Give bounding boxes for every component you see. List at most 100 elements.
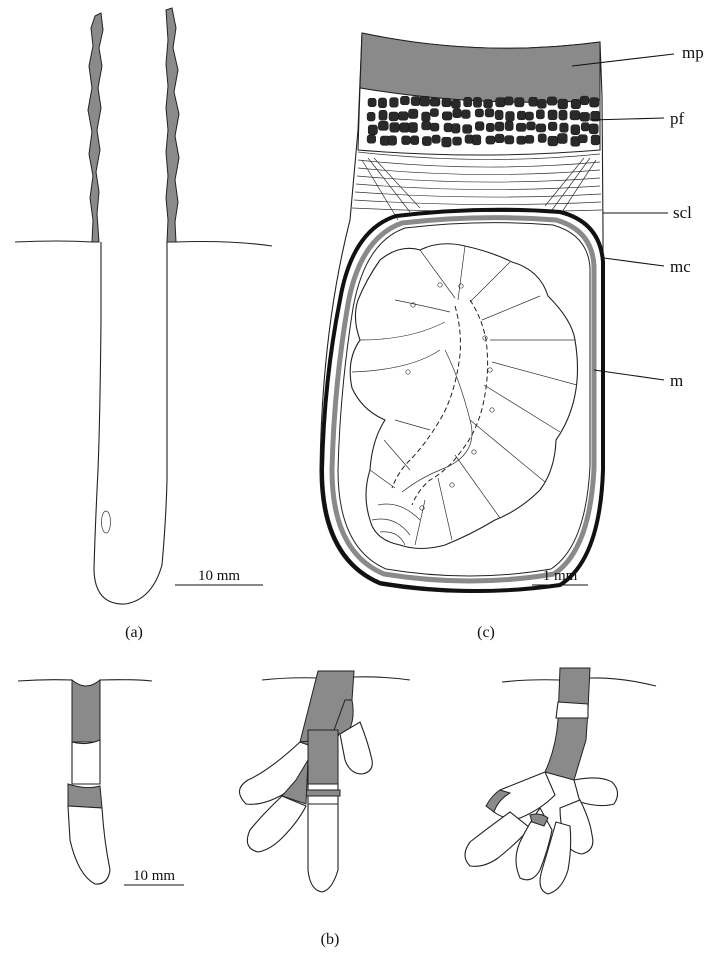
pellet — [547, 97, 557, 105]
pellet — [505, 121, 513, 131]
pellet — [472, 135, 481, 145]
pellet — [452, 100, 461, 109]
pellet — [378, 121, 388, 130]
pellet — [400, 96, 409, 105]
pellet — [525, 112, 533, 120]
pellet — [525, 135, 534, 143]
pellet — [422, 122, 431, 130]
panel-c-scale-label: 1 mm — [543, 568, 578, 584]
pellet — [430, 123, 439, 131]
pellet — [475, 122, 484, 131]
panel-c-mp-layer — [360, 33, 600, 102]
pellet — [452, 124, 461, 134]
panel-a-right-tube-wall — [166, 8, 179, 242]
pellet — [411, 97, 420, 106]
pellet — [558, 99, 568, 109]
pellet — [390, 98, 399, 108]
pellet — [517, 111, 526, 120]
pellet — [444, 123, 452, 132]
pellet — [495, 110, 503, 120]
pellet — [422, 137, 431, 146]
panel-c-annotation-mp: mp — [682, 43, 704, 62]
panel-a-left-tube-wall — [88, 13, 103, 242]
pellet — [570, 111, 580, 120]
pellet — [505, 136, 514, 144]
pellet — [559, 110, 567, 120]
pellet — [463, 125, 472, 134]
pellet — [589, 124, 598, 134]
pellet — [409, 109, 418, 118]
pellet — [402, 136, 411, 145]
pellet — [504, 97, 513, 105]
pellet — [411, 136, 419, 145]
pellet — [475, 109, 483, 117]
panel-b-specimen-1: 10 mm — [18, 680, 184, 885]
pellet — [581, 123, 589, 131]
pellet — [538, 134, 546, 143]
pellet — [484, 100, 493, 109]
pellet — [389, 112, 398, 121]
panel-a-label: (a) — [125, 624, 143, 641]
pellet — [548, 110, 557, 120]
pellet — [516, 123, 526, 131]
pellet — [368, 125, 377, 135]
panel-c-label: (c) — [477, 624, 495, 641]
pellet — [495, 122, 504, 131]
panel-b-specimen-2 — [239, 671, 410, 892]
pellet — [558, 134, 568, 144]
pellet — [462, 110, 471, 119]
pellet — [430, 98, 440, 106]
panel-a-scale-label: 10 mm — [198, 568, 240, 584]
pellet — [367, 135, 376, 143]
pellet — [367, 112, 375, 121]
pellet — [473, 97, 481, 107]
pellet — [529, 97, 538, 106]
pellet — [506, 112, 515, 122]
pellet — [560, 123, 569, 132]
pellet — [398, 112, 408, 121]
pellet — [517, 136, 526, 144]
pellet — [422, 112, 431, 122]
panel-c-mc-leader — [604, 258, 664, 266]
pellet — [536, 124, 546, 132]
pellet — [515, 98, 524, 107]
pellet — [453, 137, 462, 145]
pellet — [390, 123, 400, 133]
pellet — [571, 125, 580, 135]
pellet — [442, 98, 451, 107]
panel-b-specimens: 10 mm — [18, 668, 656, 948]
pellet — [379, 110, 387, 120]
pellet — [495, 134, 504, 143]
pellet — [432, 135, 440, 143]
pellet — [442, 137, 452, 147]
panel-c-annotation-pf: pf — [670, 109, 685, 128]
pellet — [527, 122, 536, 130]
pellet — [590, 98, 599, 108]
pellet — [571, 99, 581, 108]
pellet — [578, 135, 587, 143]
pellet — [536, 110, 544, 119]
pellet — [486, 123, 494, 131]
pellet — [548, 136, 558, 146]
pellet — [580, 96, 589, 105]
pellet — [496, 98, 506, 107]
pellet — [409, 123, 418, 133]
panel-b-scale-label: 10 mm — [133, 868, 175, 884]
pellet — [388, 136, 396, 145]
pellet — [453, 109, 462, 118]
pellet — [378, 98, 386, 108]
pellet — [464, 97, 472, 107]
pellet — [400, 123, 410, 132]
panel-c-annotation-m: m — [670, 371, 683, 390]
pellet — [486, 136, 495, 144]
pellet — [548, 122, 557, 131]
pellet — [580, 112, 590, 121]
panel-c-annotation-mc: mc — [670, 257, 691, 276]
panel-a-specimen: 10 mm (a) — [15, 8, 272, 641]
pellet — [442, 112, 452, 120]
pellet — [420, 96, 430, 106]
pellet — [430, 109, 438, 117]
pellet — [485, 109, 494, 117]
panel-b-label: (b) — [321, 931, 340, 948]
